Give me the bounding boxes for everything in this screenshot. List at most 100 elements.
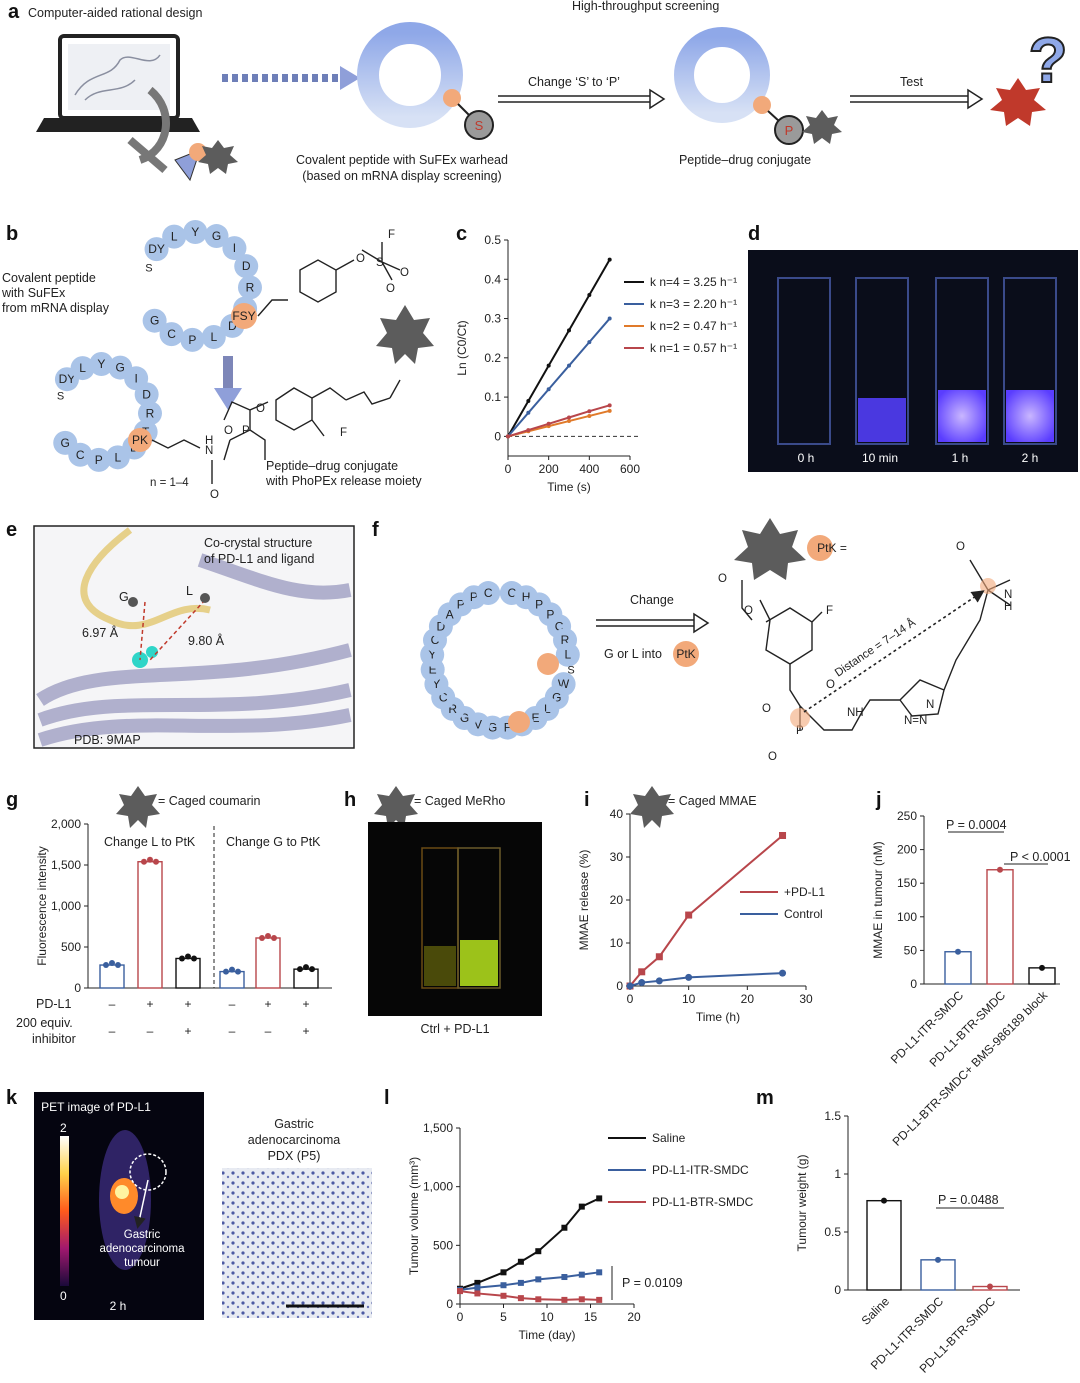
i-legend-label: Control bbox=[784, 907, 823, 921]
panel-label-k: k bbox=[6, 1087, 18, 1109]
e-l-label: L bbox=[186, 584, 193, 598]
j-category-label: PD-L1-ITR-SMDC bbox=[888, 988, 966, 1066]
panel-label-d: d bbox=[748, 223, 760, 245]
residue-label: I bbox=[134, 371, 137, 385]
j-y-tick-label: 100 bbox=[897, 910, 917, 924]
f-pk-badge bbox=[673, 641, 699, 667]
c-point bbox=[526, 410, 531, 415]
e-g-label: G bbox=[119, 590, 129, 604]
coumarin-star bbox=[116, 786, 160, 828]
g-bar bbox=[219, 970, 245, 989]
i-y-tick-label: 0 bbox=[616, 979, 623, 993]
residue-bead bbox=[89, 352, 114, 377]
svg-text:O: O bbox=[256, 403, 265, 415]
computer-design-label: Computer-aided rational design bbox=[28, 6, 202, 20]
l-point bbox=[457, 1288, 463, 1295]
fsy-residue bbox=[231, 303, 257, 329]
g-left-title: Change L to PtK bbox=[104, 835, 196, 849]
j-y-tick-label: 150 bbox=[897, 876, 917, 890]
j-y-tick-label: 250 bbox=[897, 809, 917, 823]
l-point bbox=[596, 1195, 603, 1202]
residue-bead bbox=[204, 224, 229, 249]
c-point bbox=[567, 328, 571, 333]
residue-label: A bbox=[446, 607, 454, 621]
svg-text:O: O bbox=[386, 283, 395, 295]
residue-bead bbox=[201, 324, 226, 349]
residue-bead bbox=[70, 356, 95, 381]
m-bar-point bbox=[881, 1197, 887, 1204]
residue-bead bbox=[53, 430, 78, 455]
residue-label: P bbox=[546, 607, 554, 621]
pet-arrow-text-2: adenocarcinoma bbox=[99, 1243, 185, 1255]
c-point bbox=[526, 428, 531, 433]
l-x-tick-label: 15 bbox=[584, 1310, 598, 1324]
c-point bbox=[587, 409, 592, 414]
f-hollow-arrow bbox=[693, 612, 710, 634]
g-bar-point bbox=[109, 960, 115, 967]
svg-text:O: O bbox=[826, 679, 835, 691]
g-row-inhibitor-2: inhibitor bbox=[32, 1032, 76, 1046]
residue-label: L bbox=[79, 361, 86, 375]
residue-label: L bbox=[544, 702, 551, 716]
l-series-line-1 bbox=[459, 1197, 600, 1290]
cuvette-1 bbox=[777, 277, 831, 445]
conj-text-2: with PhoPEx release moiety bbox=[265, 474, 422, 488]
residue-label: P bbox=[535, 597, 543, 611]
residue-bead bbox=[162, 224, 187, 249]
c-point bbox=[506, 434, 510, 439]
j-bar-point bbox=[955, 948, 961, 955]
residue-ring-bottom: SDYLYGIDRTDLPCG bbox=[53, 352, 162, 472]
i-point bbox=[655, 953, 663, 961]
panel-label-j: j bbox=[875, 789, 882, 811]
pet-arrow-text-3: tumour bbox=[124, 1257, 160, 1269]
panel-label-f: f bbox=[372, 519, 379, 541]
residue-label: L bbox=[171, 230, 178, 244]
i-legend-label: +PD-L1 bbox=[784, 885, 825, 899]
residue-label: C bbox=[167, 327, 176, 341]
m-y-label: Tumour weight (g) bbox=[795, 1155, 809, 1252]
caption-covalent-peptide-2: (based on mRNA display screening) bbox=[302, 169, 501, 183]
l-x-tick-label: 10 bbox=[540, 1310, 554, 1324]
i-x-tick-label: 10 bbox=[682, 992, 696, 1006]
cuvette-3 bbox=[935, 277, 989, 445]
pk-residue bbox=[128, 428, 152, 452]
residue-bead bbox=[105, 445, 130, 470]
caption-covalent-peptide-1: Covalent peptide with SuFEx warhead bbox=[296, 153, 508, 167]
s-letter: S bbox=[475, 118, 484, 133]
c-point bbox=[567, 415, 571, 420]
lock-icon bbox=[189, 143, 207, 161]
residue-label: G bbox=[150, 314, 159, 328]
residue-label: G bbox=[460, 711, 469, 725]
m-bar-point bbox=[935, 1256, 941, 1263]
c-y-tick-label: 0.2 bbox=[484, 351, 501, 365]
j-y-tick-label: 0 bbox=[910, 977, 917, 991]
residue-label: DY bbox=[148, 242, 165, 256]
m-y-tick-label: 0 bbox=[834, 1283, 841, 1297]
g-cage-label: = Caged coumarin bbox=[158, 794, 261, 808]
c-series-line-2 bbox=[507, 317, 611, 438]
residue-label: L bbox=[210, 330, 217, 344]
c-point bbox=[567, 419, 571, 424]
residue-label: D bbox=[242, 259, 251, 273]
hollow-arrow-2 bbox=[967, 88, 984, 110]
l-x-tick-label: 5 bbox=[500, 1310, 507, 1324]
l-legend-label: PD-L1-ITR-SMDC bbox=[652, 1163, 749, 1177]
c-x-tick-label: 400 bbox=[579, 462, 599, 476]
svg-text:O: O bbox=[744, 605, 753, 617]
residue-bead bbox=[237, 275, 262, 300]
residue-label: V bbox=[474, 717, 482, 731]
f-pk-eq: PtK = bbox=[817, 541, 847, 555]
j-y-tick-label: 200 bbox=[897, 843, 917, 857]
l-series-line-3 bbox=[459, 1290, 600, 1301]
residue-label: G bbox=[116, 361, 125, 375]
g-y-tick-label: 500 bbox=[61, 940, 81, 954]
svg-text:O: O bbox=[768, 751, 777, 763]
i-x-tick-label: 0 bbox=[627, 992, 634, 1006]
residue-label: Y bbox=[191, 225, 199, 239]
